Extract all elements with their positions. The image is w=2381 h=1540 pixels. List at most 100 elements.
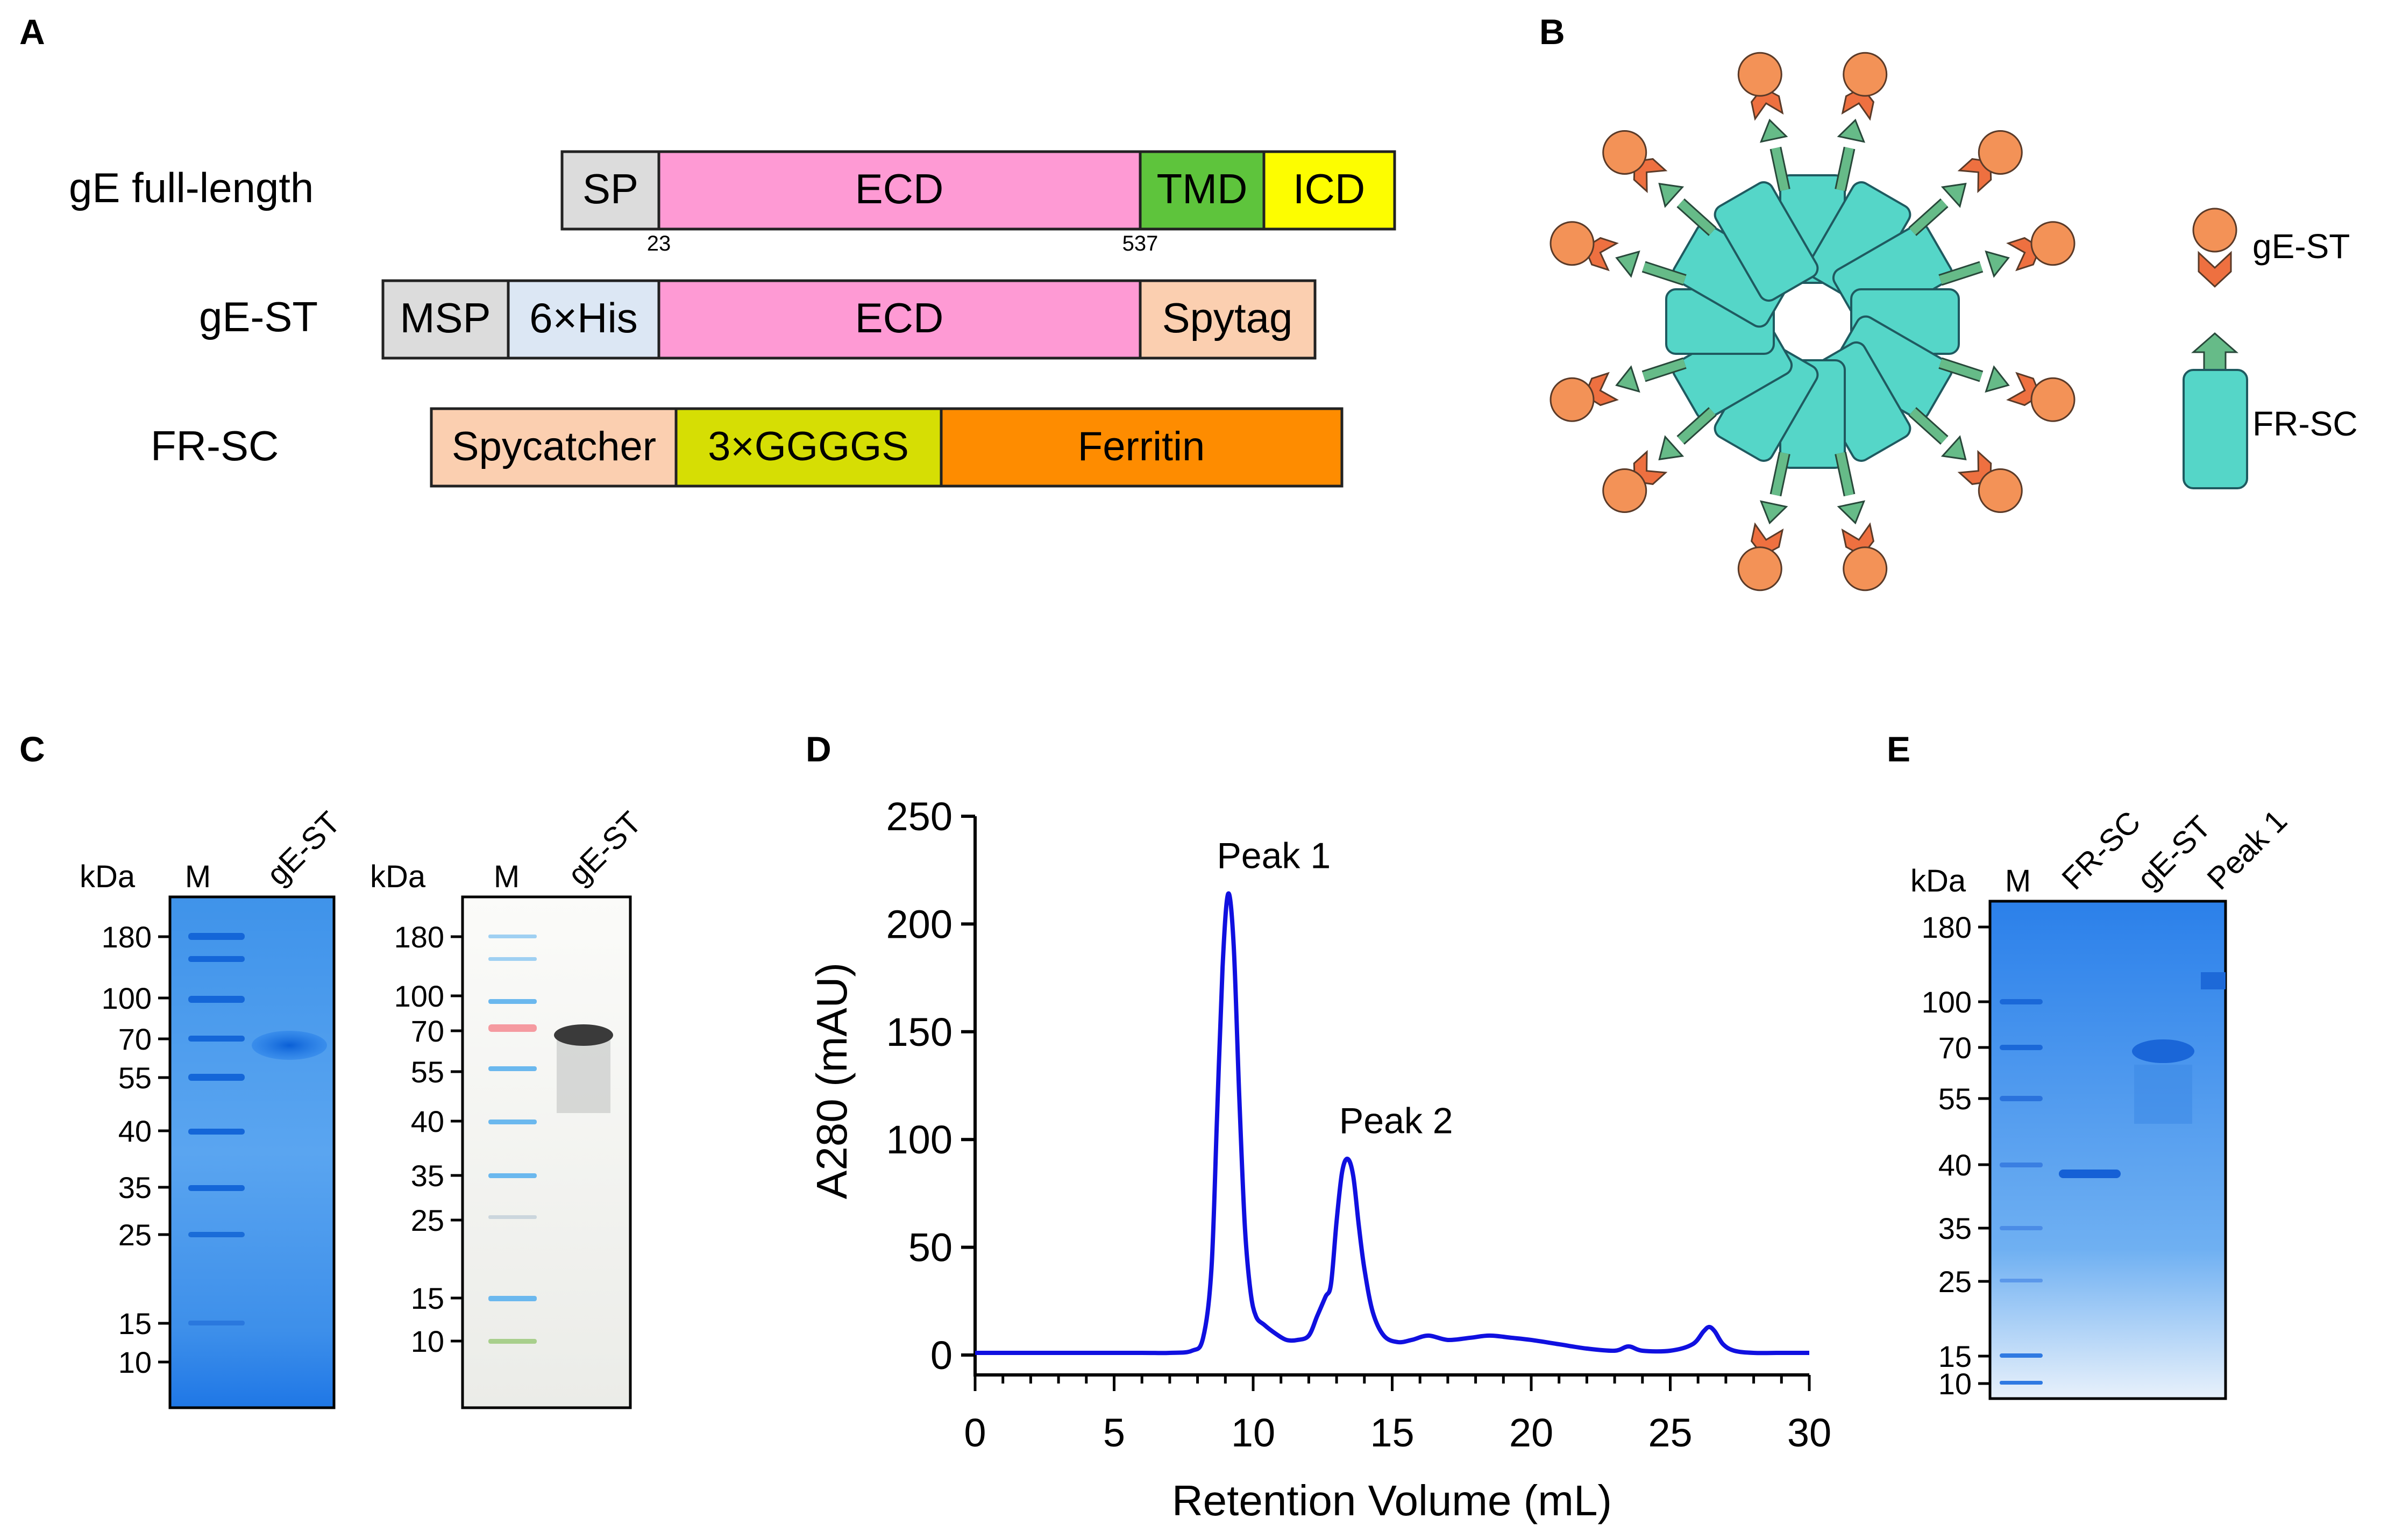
FR-SC-icon bbox=[2183, 332, 2248, 489]
protein-band-gE-ST bbox=[554, 1024, 613, 1046]
marker-label: 15 bbox=[118, 1307, 152, 1341]
panel-label-e: E bbox=[1887, 729, 1910, 769]
x-tick-label: 25 bbox=[1648, 1410, 1692, 1455]
construct-bar-gE-ST: MSP 6×His ECD Spytag bbox=[381, 279, 1317, 360]
linker-arrow bbox=[1771, 147, 1789, 191]
linker-arrow bbox=[1836, 452, 1854, 496]
lane-label-gE-ST: gE-ST bbox=[2130, 809, 2217, 896]
panel-a: A gE full-length SP ECD TMD ICD 23 537 g… bbox=[19, 12, 1396, 488]
gE-antigen bbox=[1737, 52, 1782, 97]
arrow-head bbox=[1985, 250, 2010, 278]
peak-label: Peak 2 bbox=[1339, 1100, 1453, 1141]
spytag-marker bbox=[1957, 158, 1992, 194]
gE-antigen bbox=[1550, 377, 1595, 422]
segment-spytag bbox=[1139, 279, 1317, 360]
protein-band-gE-ST bbox=[252, 1031, 327, 1060]
arrow-head bbox=[1615, 365, 1640, 393]
marker-label: 100 bbox=[102, 981, 152, 1015]
arrow-head bbox=[1837, 500, 1866, 525]
arrow-head bbox=[1658, 435, 1685, 461]
marker-label: 180 bbox=[1922, 910, 1972, 944]
legend-gE-ST: gE-ST bbox=[2192, 208, 2350, 288]
segment-label-ecd: ECD bbox=[855, 294, 944, 341]
spytag-marker bbox=[1633, 158, 1668, 194]
segment-sp bbox=[560, 150, 660, 231]
protein-band-gE-ST bbox=[2132, 1039, 2194, 1063]
marker-label: 35 bbox=[118, 1171, 152, 1204]
lane-label-FR-SC: FR-SC bbox=[2055, 804, 2147, 896]
segment-label-spytag: Spytag bbox=[1162, 294, 1293, 341]
segment-spycatcher bbox=[430, 407, 678, 488]
marker-label: 35 bbox=[1938, 1211, 1972, 1245]
marker-label: 100 bbox=[394, 979, 444, 1013]
gE-ST-icon bbox=[2192, 208, 2237, 288]
spytag-marker bbox=[1957, 450, 1992, 485]
marker-label: 180 bbox=[102, 920, 152, 954]
peak-label: Peak 1 bbox=[1217, 835, 1331, 876]
segment-label-tmd: TMD bbox=[1157, 165, 1248, 212]
linker-arrow bbox=[1836, 147, 1854, 191]
x-tick-label: 20 bbox=[1509, 1410, 1553, 1455]
panel-label-a: A bbox=[19, 12, 45, 52]
segment-label-6xhis: 6×His bbox=[529, 294, 638, 341]
segment-label-msp: MSP bbox=[400, 294, 491, 341]
arrow-head bbox=[1759, 118, 1788, 143]
construct-name-FR-SC: FR-SC bbox=[151, 422, 279, 469]
position-label-537: 537 bbox=[1122, 232, 1158, 255]
y-tick-label: 100 bbox=[886, 1117, 953, 1162]
marker-label: 40 bbox=[411, 1104, 444, 1138]
spytag-marker bbox=[1633, 450, 1668, 485]
a280-trace bbox=[975, 891, 1809, 1356]
gE-antigen bbox=[1978, 130, 2023, 175]
segment-ecd bbox=[657, 279, 1142, 360]
segment-label-icd: ICD bbox=[1293, 165, 1365, 212]
ladder-bands bbox=[188, 933, 245, 1325]
x-tick-label: 30 bbox=[1787, 1410, 1831, 1455]
marker-label: 10 bbox=[118, 1345, 152, 1379]
linker-arrow bbox=[1642, 262, 1686, 284]
lane-label-M: M bbox=[2005, 864, 2031, 899]
arrow-head bbox=[1759, 500, 1788, 525]
y-tick-label: 0 bbox=[930, 1333, 953, 1378]
linker-arrow bbox=[1771, 452, 1789, 496]
marker-label: 70 bbox=[118, 1022, 152, 1056]
panel-label-d: D bbox=[806, 729, 831, 769]
gE-antigen bbox=[2030, 221, 2076, 266]
panel-e: E kDa M FR-SC gE-ST Peak 1 1801007055403… bbox=[1887, 729, 2294, 1401]
gel-body bbox=[461, 895, 632, 1409]
x-tick-label: 5 bbox=[1103, 1410, 1125, 1455]
gel-body bbox=[1988, 900, 2227, 1400]
gel-body bbox=[168, 895, 336, 1409]
marker-label: 10 bbox=[411, 1324, 444, 1358]
protein-band-FR-SC bbox=[2059, 1170, 2121, 1178]
gE-antigen bbox=[1737, 546, 1782, 591]
x-tick-label: 0 bbox=[964, 1410, 986, 1455]
kda-label: kDa bbox=[1910, 864, 1966, 899]
x-tick-label: 15 bbox=[1370, 1410, 1414, 1455]
ferritin-subunit bbox=[1714, 181, 1819, 302]
marker-label: 40 bbox=[118, 1114, 152, 1148]
segment-label-sp: SP bbox=[582, 165, 638, 212]
kda-label: kDa bbox=[80, 859, 136, 894]
panel-label-b: B bbox=[1539, 12, 1565, 52]
gE-antigen bbox=[1843, 546, 1888, 591]
arrow-head bbox=[1615, 250, 1640, 278]
linker-arrow bbox=[1939, 262, 1983, 284]
lane-label-gE-ST: gE-ST bbox=[561, 805, 648, 892]
linker-arrow bbox=[1939, 359, 1983, 381]
marker-label: 180 bbox=[394, 920, 444, 954]
segment-ferritin bbox=[940, 407, 1344, 488]
marker-label: 35 bbox=[411, 1159, 444, 1193]
panel-label-c: C bbox=[19, 729, 45, 769]
marker-label: 70 bbox=[411, 1014, 444, 1048]
construct-name-gE-full-length: gE full-length bbox=[69, 164, 314, 211]
segment-icd bbox=[1262, 150, 1396, 231]
legend-label-gE-ST: gE-ST bbox=[2252, 227, 2350, 266]
marker-label: 70 bbox=[1938, 1031, 1972, 1065]
segment-msp bbox=[381, 279, 510, 360]
